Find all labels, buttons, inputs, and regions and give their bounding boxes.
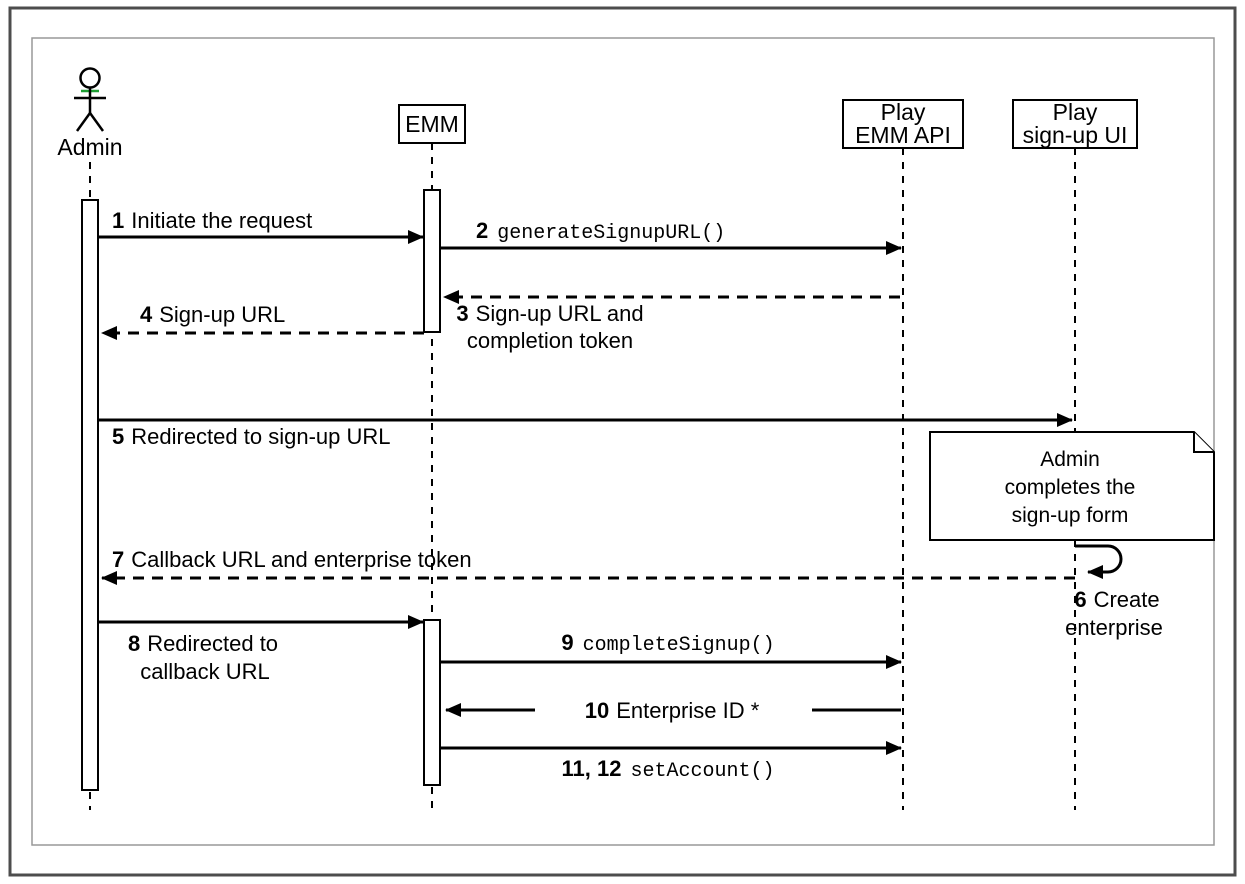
message-11-number: 11, 12 <box>562 756 622 781</box>
participant-label-play-emm-api-line1: Play <box>881 99 926 125</box>
page-frame-outer <box>8 6 1237 877</box>
participant-emm-box <box>398 104 466 144</box>
participant-play-emm-api: Play EMM API <box>842 99 964 149</box>
message-8-label-line2: callback URL <box>140 659 270 684</box>
message-6-label-line2: enterprise <box>1065 615 1163 640</box>
message-6-number: 6 <box>1074 587 1086 612</box>
participant-play-emm-api-box <box>842 99 964 149</box>
message-11-code: setAccount() <box>630 760 774 783</box>
message-10-text: Enterprise ID * <box>616 698 759 723</box>
message-1-label: 1 Initiate the request <box>112 208 312 233</box>
participant-play-signup-ui-box <box>1012 99 1138 149</box>
message-4-number: 4 <box>140 302 153 327</box>
message-8-text: Redirected to <box>147 631 278 656</box>
message-3-text: Sign-up URL and <box>476 301 644 326</box>
message-8-number: 8 <box>128 631 140 656</box>
message-9-number: 9 <box>561 630 573 655</box>
message-6-text: Create <box>1094 587 1160 612</box>
message-3-label-line1: 3 Sign-up URL and <box>456 301 643 326</box>
message-5-text: Redirected to sign-up URL <box>131 424 390 449</box>
activation-admin <box>81 199 99 791</box>
message-3-label-line2: completion token <box>467 328 633 353</box>
participant-emm: EMM <box>398 104 466 144</box>
message-10-number: 10 <box>585 698 609 723</box>
note-line-1: Admin <box>1040 448 1100 471</box>
participant-label-play-emm-api-line2: EMM API <box>855 122 951 148</box>
message-2-label: 2 generateSignupURL() <box>476 218 725 245</box>
message-7-number: 7 <box>112 547 124 572</box>
message-1-text: Initiate the request <box>131 208 312 233</box>
note-fold-corner <box>1193 432 1214 453</box>
message-5-label: 5 Redirected to sign-up URL <box>112 424 391 449</box>
note-line-2: completes the <box>1005 476 1136 499</box>
message-1-number: 1 <box>112 208 124 233</box>
message-2-code: generateSignupURL() <box>497 222 725 245</box>
message-9-code: completeSignup() <box>583 634 775 657</box>
participant-label-admin: Admin <box>57 134 122 160</box>
message-8-label-line1: 8 Redirected to <box>128 631 278 656</box>
message-3-number: 3 <box>456 301 468 326</box>
note-line-3: sign-up form <box>1012 504 1129 527</box>
note-box <box>929 431 1215 541</box>
activation-emm-1 <box>423 189 441 333</box>
note-signup-form: Admin completes the sign-up form <box>929 431 1215 541</box>
message-7-label: 7 Callback URL and enterprise token <box>112 547 472 572</box>
diagram-frame-inner <box>31 37 1215 846</box>
message-5-number: 5 <box>112 424 124 449</box>
activation-emm-2 <box>423 619 441 786</box>
message-4-text: Sign-up URL <box>159 302 285 327</box>
participant-play-signup-ui: Play sign-up UI <box>1012 99 1138 149</box>
message-11-label: 11, 12 setAccount() <box>562 756 775 783</box>
message-6-label-line1: 6 Create <box>1074 587 1159 612</box>
actor-admin: Admin <box>57 67 123 160</box>
message-2-number: 2 <box>476 218 488 243</box>
participant-label-play-signup-ui-line2: sign-up UI <box>1023 122 1128 148</box>
message-10-label: 10 Enterprise ID * <box>585 698 760 723</box>
message-9-label: 9 completeSignup() <box>561 630 774 657</box>
message-7-text: Callback URL and enterprise token <box>131 547 471 572</box>
participant-label-play-signup-ui-line1: Play <box>1053 99 1098 125</box>
self-message-6-arrow <box>1075 544 1123 579</box>
admin-actor-leg-left <box>75 112 92 132</box>
admin-actor-head <box>79 67 101 89</box>
participant-label-emm: EMM <box>405 111 459 137</box>
admin-actor-leg-right <box>88 112 105 132</box>
